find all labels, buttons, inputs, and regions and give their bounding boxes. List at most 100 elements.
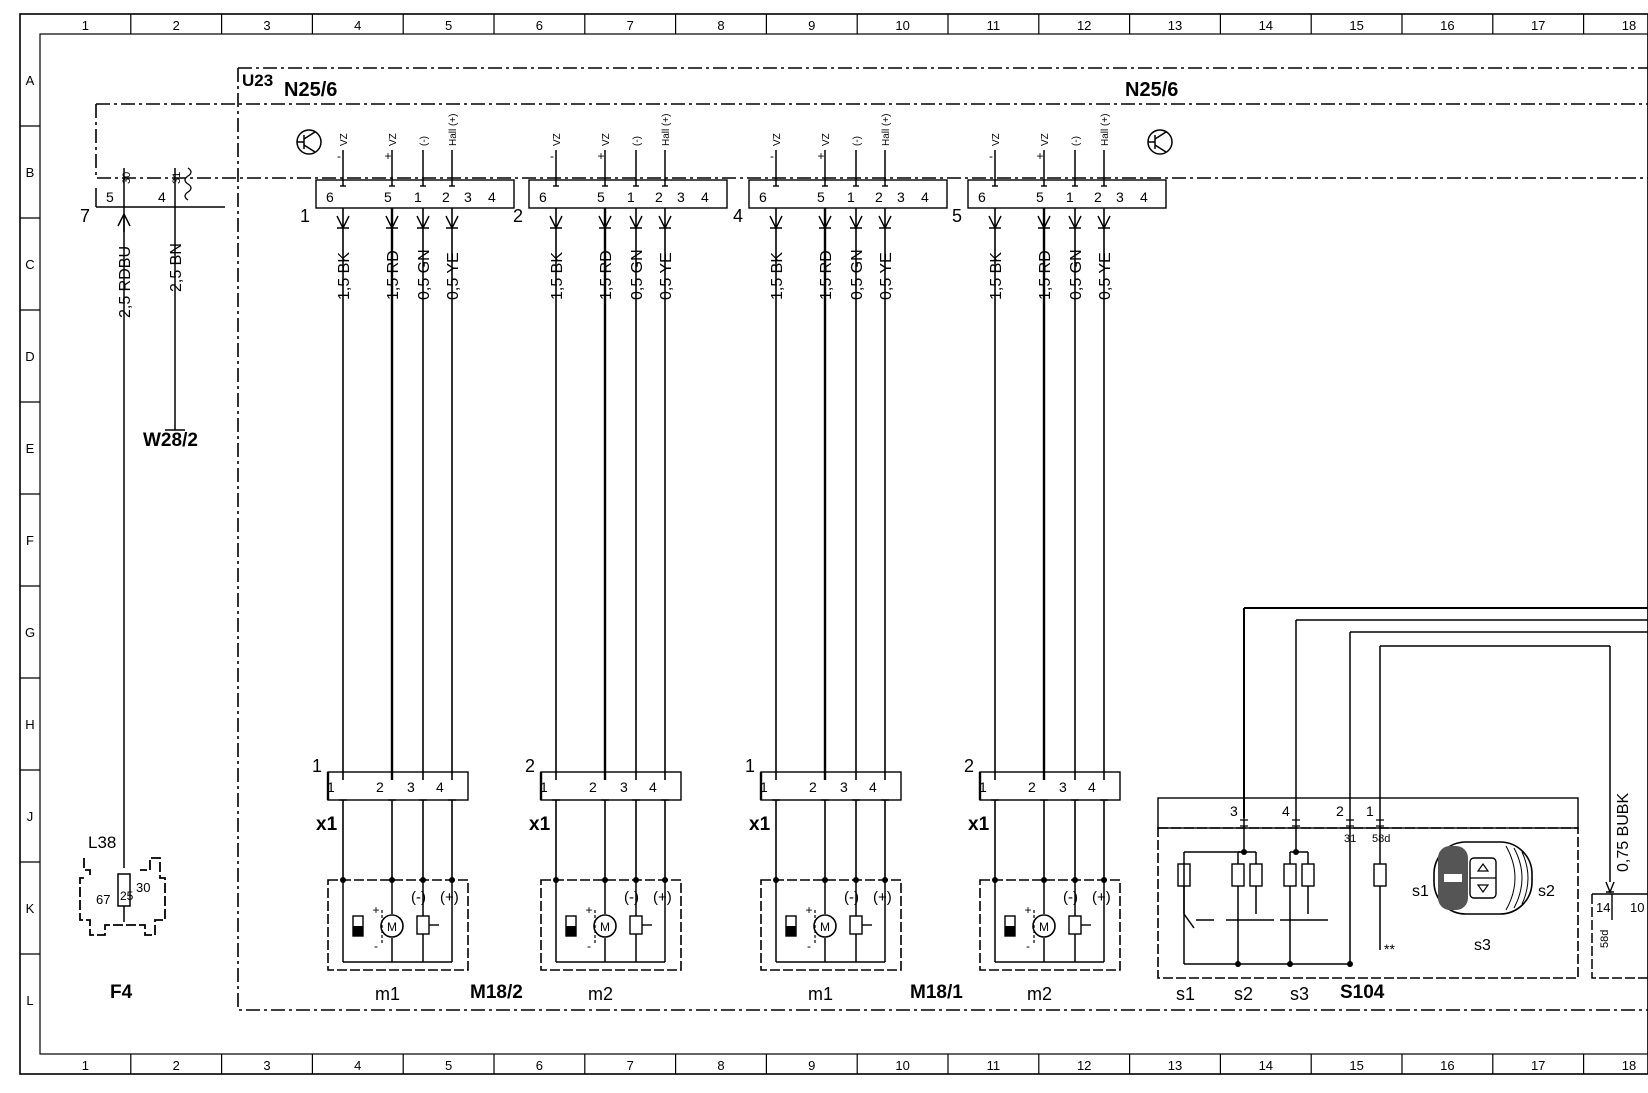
motor-label: m1 <box>808 984 833 1004</box>
signal-label: Hall (+) <box>661 113 672 146</box>
ecu-pin-number: 3 <box>677 189 685 205</box>
edge-pin-number: 14 <box>1596 900 1610 915</box>
x1-connector <box>760 771 902 801</box>
row-label: E <box>26 441 35 456</box>
column-label: 5 <box>445 1058 452 1073</box>
grid-frame: 1122334455667788991010111112121313141415… <box>19 13 1648 1075</box>
x1-label: x1 <box>968 814 990 835</box>
signal-label: VZ <box>601 133 612 146</box>
knob-label: s1 <box>1412 883 1429 900</box>
wire-label: 0,5 YE <box>445 252 462 300</box>
motor-plus: + <box>372 903 379 917</box>
x1-pin-number: 2 <box>376 779 384 795</box>
ecu-pin-number: 4 <box>488 189 496 205</box>
signal-label: VZ <box>388 133 399 146</box>
x1-pin-number: 3 <box>620 779 628 795</box>
motor-plus: + <box>1024 903 1031 917</box>
switch-pin-tick <box>1240 819 1248 827</box>
signal-polarity: - <box>337 149 341 163</box>
inner-border <box>39 33 1648 1055</box>
x1-pin-number: 3 <box>1059 779 1067 795</box>
m18-1-label: M18/1 <box>910 982 963 1003</box>
ecu-pin-number: 5 <box>1036 189 1044 205</box>
f4-label: F4 <box>110 982 133 1003</box>
x1-pin-number: 4 <box>436 779 444 795</box>
pin-4-label: 4 <box>158 189 166 205</box>
column-label: 1 <box>82 1058 89 1073</box>
position-indicator-fill <box>1005 926 1015 936</box>
transistor-icon <box>1147 129 1173 155</box>
minus-label: (-) <box>844 889 859 906</box>
n25-label-left: N25/6 <box>284 79 337 101</box>
signal-label: Hall (+) <box>881 113 892 146</box>
wire-label: 0,5 YE <box>1097 252 1114 300</box>
hall-sensor-icon <box>1068 915 1082 935</box>
column-label: 18 <box>1622 1058 1636 1073</box>
ecu-pin-number: 2 <box>1094 189 1102 205</box>
column-label: 16 <box>1440 1058 1454 1073</box>
wire-label: 0,5 GN <box>416 249 433 300</box>
ecu-pin-number: 2 <box>655 189 663 205</box>
x1-pin-number: 2 <box>809 779 817 795</box>
wire-label: 1,5 RD <box>598 250 615 300</box>
ecu-pin-number: 3 <box>897 189 905 205</box>
column-label: 14 <box>1259 18 1273 33</box>
ecu-pin-number: 5 <box>817 189 825 205</box>
switch-pin-tick <box>1346 819 1354 827</box>
signal-label: VZ <box>339 133 350 146</box>
column-label: 1 <box>82 18 89 33</box>
column-label: 13 <box>1168 18 1182 33</box>
column-label: 16 <box>1440 18 1454 33</box>
hall-sensor-icon <box>849 915 863 935</box>
n25-label-right: N25/6 <box>1125 79 1178 101</box>
wire-bn-label: 2,5 BN <box>168 243 185 292</box>
u23-label: U23 <box>242 71 273 90</box>
column-label: 5 <box>445 18 452 33</box>
ecu-connector <box>315 179 515 209</box>
column-label: 7 <box>627 1058 634 1073</box>
signal-polarity: - <box>989 149 993 163</box>
motor-icon <box>813 914 837 938</box>
motor-label: m2 <box>1027 984 1052 1004</box>
signal-label: (-) <box>852 136 863 146</box>
x1-connector <box>979 771 1121 801</box>
switch-contact-label: s1 <box>1176 984 1195 1004</box>
motor-enclosure <box>979 879 1121 971</box>
motor-minus: - <box>807 939 811 953</box>
edge-pin-number: 10 <box>1630 900 1644 915</box>
column-label: 11 <box>987 1058 1001 1073</box>
motor-plus: + <box>585 903 592 917</box>
ecu-pin-number: 4 <box>921 189 929 205</box>
x1-pin-number: 1 <box>540 779 548 795</box>
signal-polarity: + <box>384 149 391 163</box>
pin-30-label: 30 <box>121 172 133 184</box>
x1-connector-number: 1 <box>745 756 755 776</box>
position-indicator-fill <box>566 926 576 936</box>
hall-sensor-icon <box>416 915 430 935</box>
signal-polarity: + <box>597 149 604 163</box>
signal-polarity: - <box>770 149 774 163</box>
row-label: L <box>26 993 33 1008</box>
switch-s104 <box>1157 607 1648 979</box>
l38-label: L38 <box>88 833 116 852</box>
motor-label: m2 <box>588 984 613 1004</box>
s104-label: S104 <box>1340 982 1385 1003</box>
ecu-connector <box>967 179 1167 209</box>
fuse-holder <box>79 330 166 936</box>
column-label: 11 <box>987 18 1001 33</box>
fuse-30-label: 30 <box>136 880 150 895</box>
column-label: 2 <box>173 1058 180 1073</box>
wire-rdbu-label: 2,5 RDBU <box>117 246 134 318</box>
plus-label: (+) <box>440 889 459 906</box>
column-label: 3 <box>263 1058 270 1073</box>
motor-icon <box>1032 914 1056 938</box>
column-label: 7 <box>627 18 634 33</box>
ecu-pin-number: 1 <box>847 189 855 205</box>
ecu-connector-number: 1 <box>300 206 310 226</box>
ecu-pin-number: 6 <box>539 189 547 205</box>
signal-polarity: + <box>1036 149 1043 163</box>
switch-pin-tick <box>1292 819 1300 827</box>
motor-label: m1 <box>375 984 400 1004</box>
